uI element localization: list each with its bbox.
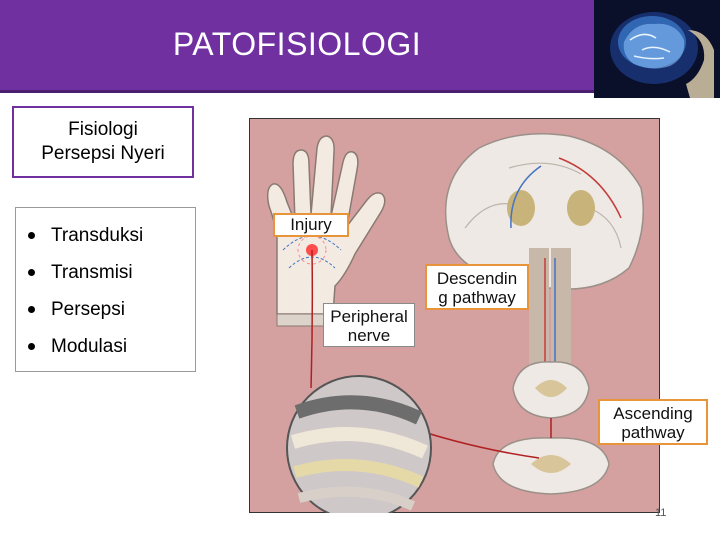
- peripheral-label-line-2: nerve: [347, 326, 391, 345]
- spinal-cord-lower: [492, 437, 610, 495]
- injury-label-text: Injury: [290, 215, 332, 234]
- descending-label-line-2: g pathway: [438, 288, 516, 307]
- bullet-icon: [28, 343, 35, 350]
- brain-cross-section: [444, 132, 645, 368]
- list-item-label: Transduksi: [51, 225, 144, 246]
- list-item: Transmisi: [16, 254, 195, 291]
- nerve-magnified: [286, 375, 432, 513]
- pain-pathway-illustration: [249, 118, 660, 513]
- ascending-pathway-label: Ascending pathway: [598, 399, 708, 445]
- list-item: Transduksi: [16, 217, 195, 254]
- bullet-icon: [28, 269, 35, 276]
- list-item: Modulasi: [16, 328, 195, 365]
- ascending-label-line-1: Ascending: [613, 404, 693, 423]
- descending-label-line-1: Descendin: [436, 269, 518, 288]
- list-item-label: Persepsi: [51, 299, 125, 320]
- peripheral-label-line-1: Peripheral: [330, 307, 408, 326]
- injury-label: Injury: [273, 213, 349, 237]
- spinal-cord-upper: [512, 361, 590, 419]
- page-number: 11: [655, 507, 667, 519]
- topic-line-2: Persepsi Nyeri: [41, 143, 165, 164]
- list-item-label: Modulasi: [51, 336, 128, 357]
- title-underline: [0, 90, 720, 93]
- bullet-icon: [28, 306, 35, 313]
- peripheral-nerve-label: Peripheral nerve: [323, 303, 415, 347]
- stage-list: Transduksi Transmisi Persepsi Modulasi: [15, 207, 196, 372]
- descending-pathway-label: Descendin g pathway: [425, 264, 529, 310]
- list-item: Persepsi: [16, 291, 195, 328]
- title-bar: PATOFISIOLOGI: [0, 0, 594, 90]
- ascending-label-line-2: pathway: [621, 423, 685, 442]
- topic-box: Fisiologi Persepsi Nyeri: [12, 106, 194, 178]
- slide-title: PATOFISIOLOGI: [172, 25, 422, 62]
- brain-icon: [594, 0, 720, 98]
- list-item-label: Transmisi: [51, 262, 133, 283]
- bullet-icon: [28, 232, 35, 239]
- topic-line-1: Fisiologi: [68, 119, 138, 140]
